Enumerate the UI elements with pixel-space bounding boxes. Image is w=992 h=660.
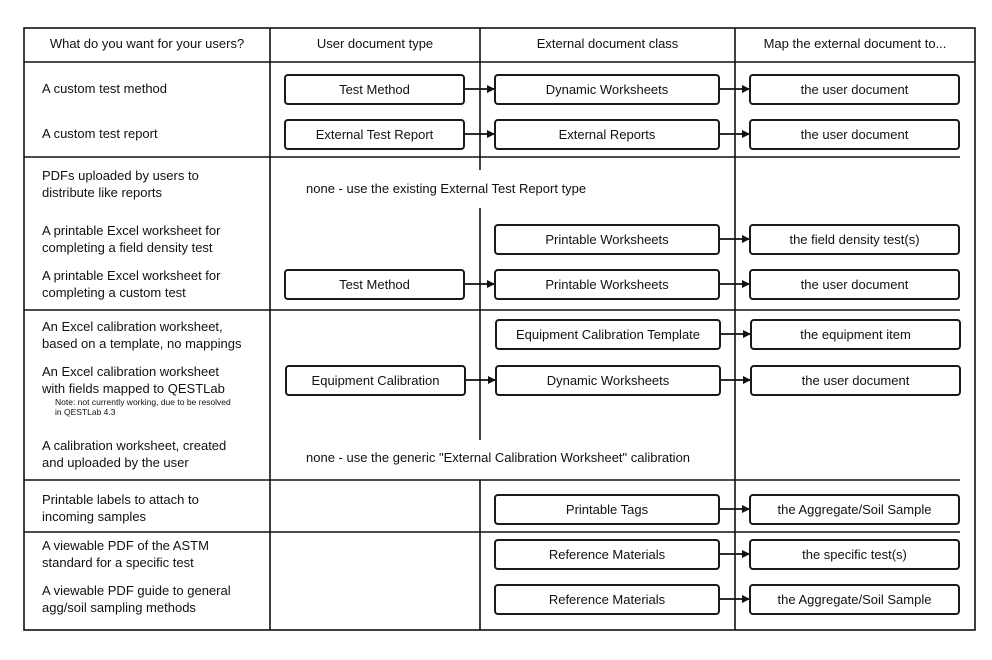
box-map-equipment-item: the equipment item [750,319,961,350]
span-note: none - use the generic "External Calibra… [306,450,691,465]
box-test-method: Test Method [284,74,465,105]
header-col-2: User document type [316,36,434,51]
box-reference-materials: Reference Materials [494,584,720,615]
box-map-user-document: the user document [749,74,960,105]
box-printable-worksheets: Printable Worksheets [494,224,720,255]
box-map-user-document: the user document [750,365,961,396]
box-map-aggregate-soil: the Aggregate/Soil Sample [749,494,960,525]
box-map-specific-test: the specific test(s) [749,539,960,570]
box-printable-tags: Printable Tags [494,494,720,525]
row-note: Note: not currently working, due to be r… [55,397,231,417]
box-equipment-calibration-template: Equipment Calibration Template [495,319,721,350]
box-test-method: Test Method [284,269,465,300]
row-label: A custom test method [42,81,168,96]
span-note: none - use the existing External Test Re… [306,181,587,196]
row-label: An Excel calibration worksheet,based on … [42,319,242,351]
box-map-user-document: the user document [749,269,960,300]
box-reference-materials: Reference Materials [494,539,720,570]
row-label: A custom test report [42,126,158,141]
outer-border [23,27,976,631]
box-map-field-density: the field density test(s) [749,224,960,255]
box-dynamic-worksheets: Dynamic Worksheets [495,365,721,396]
box-dynamic-worksheets: Dynamic Worksheets [494,74,720,105]
box-printable-worksheets: Printable Worksheets [494,269,720,300]
box-map-aggregate-soil: the Aggregate/Soil Sample [749,584,960,615]
box-external-reports: External Reports [494,119,720,150]
box-external-test-report: External Test Report [284,119,465,150]
box-equipment-calibration: Equipment Calibration [285,365,466,396]
box-map-user-document: the user document [749,119,960,150]
header-col-3: External document class [536,36,679,51]
header-col-1: What do you want for your users? [49,36,245,51]
header-col-4: Map the external document to... [763,36,947,51]
